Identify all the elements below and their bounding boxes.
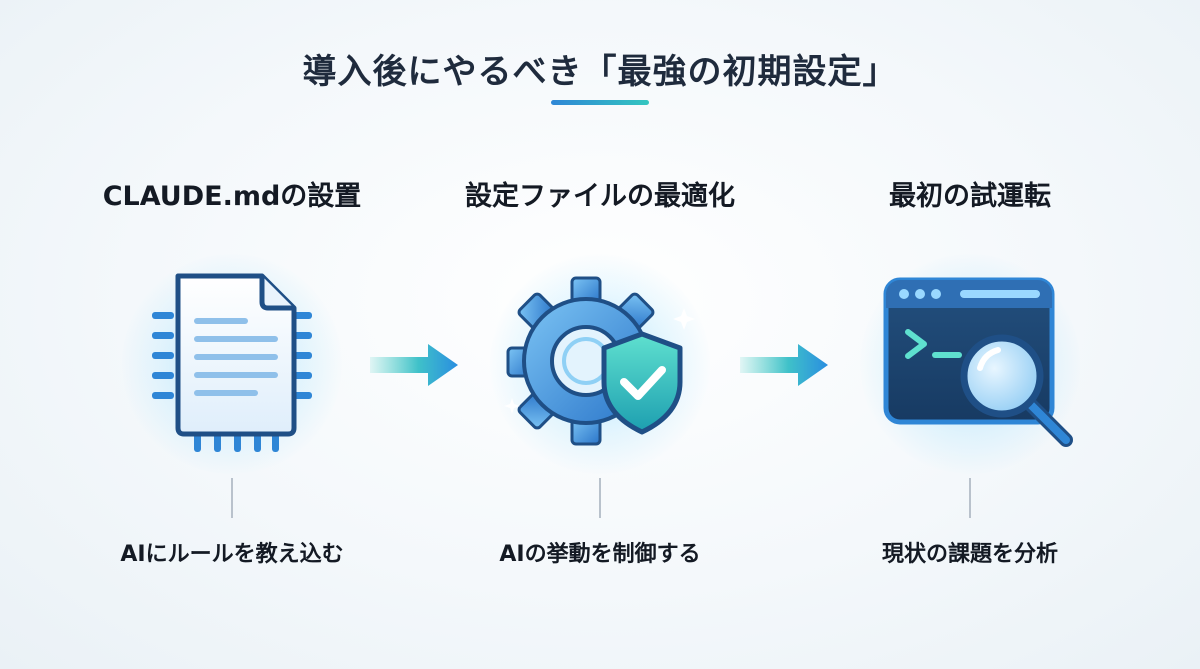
step-3-description: 現状の課題を分析 bbox=[881, 542, 1058, 567]
gear-shield-icon bbox=[500, 272, 710, 452]
terminal-magnifier-icon bbox=[880, 276, 1080, 456]
step-2-description: AIの挙動を制御する bbox=[499, 542, 701, 567]
arrow-right-icon bbox=[740, 340, 830, 394]
page-title: 導入後にやるべき「最強の初期設定」 bbox=[302, 52, 898, 92]
arrow-right-icon bbox=[370, 340, 460, 394]
step-2-title: 設定ファイルの最適化 bbox=[465, 181, 735, 212]
step-2-connector bbox=[599, 478, 601, 518]
title-underline bbox=[551, 100, 649, 105]
step-3-title: 最初の試運転 bbox=[889, 181, 1051, 212]
step-1-title: CLAUDE.mdの設置 bbox=[102, 181, 362, 212]
step-1-connector bbox=[231, 478, 233, 518]
step-3-connector bbox=[969, 478, 971, 518]
step-1-description: AIにルールを教え込む bbox=[120, 542, 344, 567]
document-chip-icon bbox=[142, 262, 322, 462]
